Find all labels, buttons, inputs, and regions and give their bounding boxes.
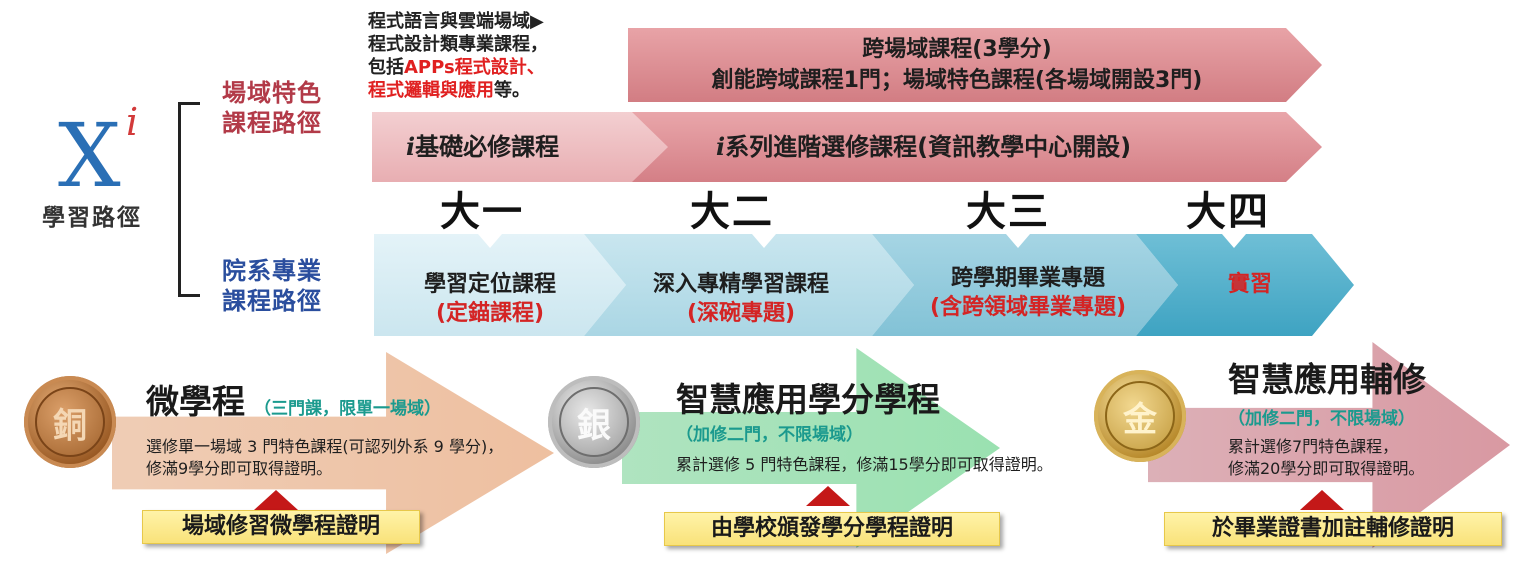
dept-path-label: 院系專業 課程路徑 (222, 256, 322, 316)
cross-domain-line1: 跨場域課程(3學分) (862, 37, 1052, 62)
note-line4-highlight: 程式邏輯與應用 (368, 80, 494, 101)
note-line1: 程式語言與雲端場域▶ (368, 11, 544, 32)
basic-course-label: i基礎必修課程 (406, 112, 559, 182)
note-line4-suffix: 等。 (494, 80, 530, 101)
bronze-medal-char: 銅 (35, 387, 105, 457)
basic-course-prefix: i (406, 132, 416, 161)
credit-program-banner: 由學校頒發學分學程證明 (664, 512, 1000, 546)
year-4-pointer (1222, 234, 1246, 248)
year-2-pointer (752, 234, 776, 248)
silver-medal-icon: 銀 (548, 376, 640, 468)
note-line3-highlight: APPs程式設計、 (404, 57, 545, 78)
minor-program-banner: 於畢業證書加註輔修證明 (1164, 512, 1502, 546)
credit-program-desc1: 累計選修 5 門特色課程，修滿15學分即可取得證明。 (676, 455, 1053, 474)
micro-program-banner: 場域修習微學程證明 (142, 510, 420, 544)
year-1-pointer (478, 234, 502, 248)
note-line3-prefix: 包括 (368, 57, 404, 78)
minor-program-subtitle: （加修二門，不限場域） (1228, 409, 1415, 429)
field-path-label: 場域特色 課程路徑 (222, 78, 322, 138)
process-step-2 (584, 234, 914, 336)
process-2-text: 深入專精學習課程 (深碗專題) (626, 270, 856, 328)
process-1-text: 學習定位課程 (定錨課程) (400, 270, 580, 328)
bracket-bottom (178, 294, 200, 297)
process-1-line2: (定錨課程) (435, 301, 545, 326)
field-note: 程式語言與雲端場域▶ 程式設計類專業課程， 包括APPs程式設計、 程式邏輯與應… (368, 10, 638, 102)
process-step-3 (872, 234, 1178, 336)
process-4-label: 實習 (1227, 272, 1272, 297)
minor-program-pointer (1300, 490, 1344, 510)
year-2: 大二 (690, 189, 774, 235)
logo-caption: 學習路徑 (42, 205, 142, 231)
minor-program-desc1: 累計選修7門特色課程， (1228, 437, 1399, 456)
field-path-line1: 場域特色 (222, 79, 322, 107)
bronze-medal-icon: 銅 (24, 376, 116, 468)
micro-program-desc2: 修滿9學分即可取得證明。 (146, 459, 333, 478)
basic-course-text: 基礎必修課程 (415, 133, 560, 161)
logo-x-letter: X (58, 104, 121, 207)
year-4: 大四 (1186, 189, 1270, 235)
cross-domain-text: 跨場域課程(3學分) 創能跨域課程1門；場域特色課程(各場域開設3門) (628, 34, 1286, 96)
silver-medal-char: 銀 (559, 387, 629, 457)
micro-program-desc1: 選修單一場域 3 門特色課程(可認列外系 9 學分)， (146, 437, 504, 456)
credit-program-title: 智慧應用學分學程 (676, 380, 940, 419)
process-3-text: 跨學期畢業專題 (含跨領域畢業專題) (906, 264, 1150, 322)
year-1: 大一 (440, 189, 524, 235)
note-line2: 程式設計類專業課程， (368, 34, 548, 55)
credit-program-subtitle: （加修二門，不限場域） (676, 425, 863, 445)
credit-program-pointer (806, 486, 850, 506)
dept-path-line1: 院系專業 (222, 257, 322, 285)
cross-domain-line2: 創能跨域課程1門；場域特色課程(各場域開設3門) (711, 68, 1203, 93)
advanced-course-prefix: i (716, 132, 726, 161)
minor-program-desc2: 修滿20學分即可取得證明。 (1228, 459, 1425, 478)
year-3: 大三 (966, 189, 1050, 235)
advanced-course-label: i系列進階選修課程(資訊教學中心開設) (716, 112, 1131, 182)
gold-medal-icon: 金 (1094, 370, 1186, 462)
dept-path-line2: 課程路徑 (222, 287, 322, 315)
gold-medal-char: 金 (1105, 381, 1175, 451)
process-2-line1: 深入專精學習課程 (652, 272, 829, 297)
micro-program-subtitle: （三門課，限單一場域） (254, 399, 441, 419)
process-3-line1: 跨學期畢業專題 (950, 266, 1105, 291)
logo-i-superscript: i (126, 100, 139, 144)
year-3-pointer (1006, 234, 1030, 248)
process-1-line1: 學習定位課程 (423, 272, 556, 297)
bracket-vertical (178, 102, 181, 297)
cross-domain-bar: 跨場域課程(3學分) 創能跨域課程1門；場域特色課程(各場域開設3門) (628, 28, 1322, 102)
advanced-course-text: 系列進階選修課程(資訊教學中心開設) (725, 133, 1132, 161)
minor-program-title: 智慧應用輔修 (1228, 360, 1426, 399)
micro-program-pointer (254, 490, 298, 510)
process-4-text: 實習 (1190, 270, 1310, 299)
note-line4: 程式邏輯與應用等。 (368, 79, 638, 102)
micro-program-title: 微學程 (146, 382, 245, 421)
process-step-1 (374, 234, 626, 336)
field-path-line2: 課程路徑 (222, 109, 322, 137)
process-3-line2: (含跨領域畢業專題) (929, 295, 1127, 320)
process-2-line2: (深碗專題) (686, 301, 796, 326)
basic-course-bar (372, 112, 668, 182)
bracket-top (178, 102, 200, 105)
note-line3: 包括APPs程式設計、 (368, 56, 638, 79)
